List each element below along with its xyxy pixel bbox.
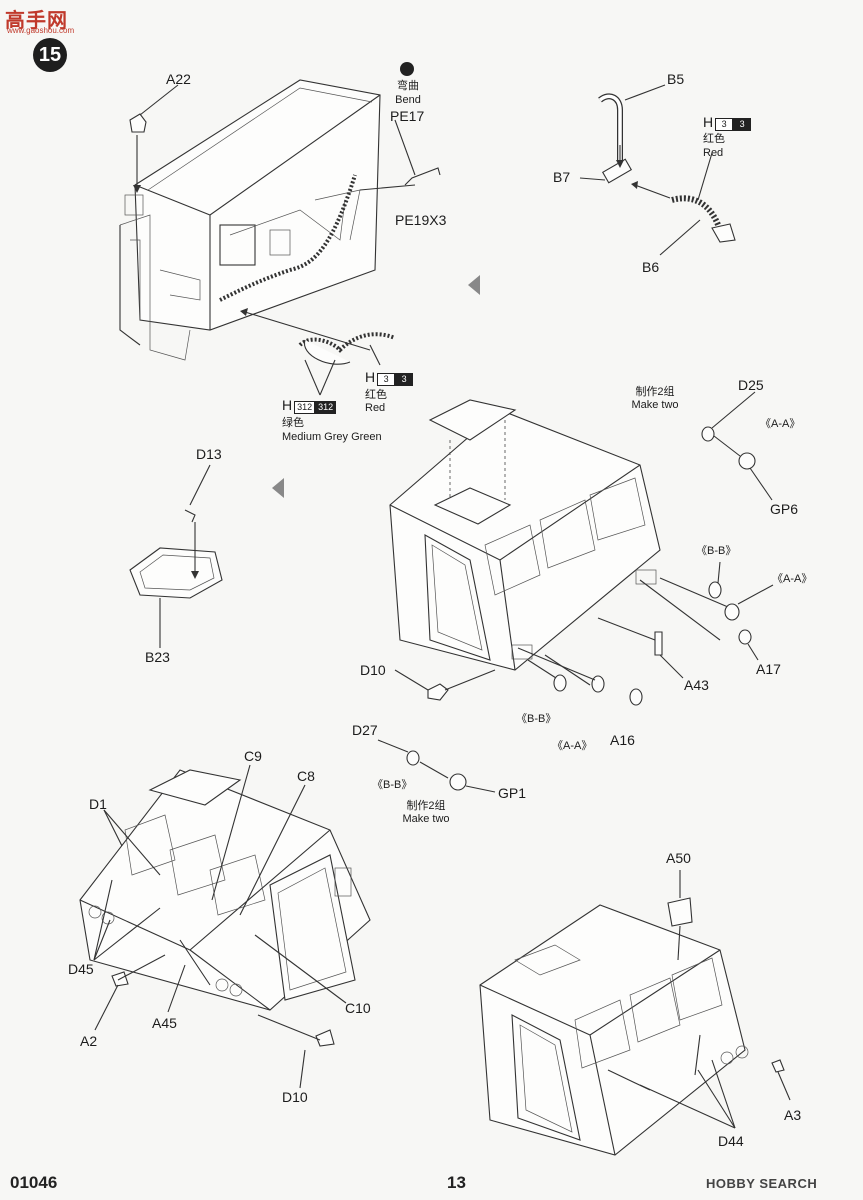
part-label-b6: B6 [642, 259, 660, 275]
cab-interior-assembly [119, 79, 381, 361]
make-two-en-bottom: Make two [402, 813, 450, 825]
part-label-a2: A2 [80, 1033, 98, 1049]
hose-assembly [579, 84, 736, 256]
paint-red-zh-right: 红色 [703, 133, 725, 145]
make-two-zh-bottom: 制作2组 [406, 800, 446, 812]
part-label-d13: D13 [196, 446, 222, 462]
part-label-d44: D44 [718, 1133, 744, 1149]
part-label-d10-top: D10 [360, 662, 386, 678]
hull-assembly-left [79, 769, 371, 1011]
part-label-gp6: GP6 [770, 501, 799, 517]
watermark-text: HOBBY SEARCH [706, 1176, 818, 1191]
section-aa-mid: 《A-A》 [552, 740, 593, 752]
part-label-d10-bottom: D10 [282, 1089, 308, 1105]
paint-swatch-green-light: 312 [294, 401, 316, 414]
make-two-en-top: Make two [631, 399, 679, 411]
paint-swatch-red-light: 3 [715, 118, 734, 131]
part-label-a16: A16 [610, 732, 635, 748]
part-label-d1: D1 [89, 796, 107, 812]
paint-swatch-red-light: 3 [377, 373, 396, 386]
part-label-a50: A50 [666, 850, 691, 866]
page-number: 13 [447, 1173, 466, 1192]
kit-number: 01046 [10, 1173, 58, 1192]
section-aa-d25: 《A-A》 [760, 418, 801, 430]
section-bb-right: 《B-B》 [696, 545, 737, 557]
part-label-c8: C8 [297, 768, 315, 784]
site-logo-url: www.gaoshou.com [7, 26, 75, 35]
part-label-a43: A43 [684, 677, 709, 693]
part-label-d27: D27 [352, 722, 378, 738]
part-label-b23: B23 [145, 649, 170, 665]
part-label-a17: A17 [756, 661, 781, 677]
part-label-c10: C10 [345, 1000, 371, 1016]
bend-label-en: Bend [395, 94, 421, 106]
paint-code-prefix: H [365, 369, 376, 385]
section-bb-d27: 《B-B》 [372, 779, 413, 791]
paint-swatch-green-dark: 312 [315, 401, 337, 414]
paint-red-zh-left: 红色 [365, 389, 387, 401]
paint-swatch-red-dark: 3 [733, 118, 752, 131]
part-label-b5: B5 [667, 71, 685, 87]
section-bb-mid: 《B-B》 [516, 713, 557, 725]
paint-code-prefix: H [282, 397, 293, 413]
part-label-c9: C9 [244, 748, 262, 764]
part-label-pe17: PE17 [390, 108, 425, 124]
paint-red-en-left: Red [365, 402, 386, 414]
part-label-gp1: GP1 [498, 785, 527, 801]
hull-assembly-right [479, 904, 749, 1156]
hull-assembly-main [389, 399, 661, 671]
part-label-d25: D25 [738, 377, 764, 393]
part-label-pe19x3: PE19X3 [395, 212, 447, 228]
paint-code-prefix: H [703, 114, 714, 130]
make-two-zh-top: 制作2组 [635, 386, 675, 398]
part-label-b7: B7 [553, 169, 571, 185]
part-label-a3: A3 [784, 1107, 802, 1123]
paint-green-en: Medium Grey Green [282, 431, 382, 443]
part-label-a45: A45 [152, 1015, 177, 1031]
paint-green-zh: 绿色 [282, 417, 304, 429]
site-logo: 高手网 [5, 10, 68, 32]
part-label-d45: D45 [68, 961, 94, 977]
part-label-a22: A22 [166, 71, 191, 87]
paint-red-en-right: Red [703, 147, 724, 159]
bend-icon [400, 62, 414, 76]
section-aa-right: 《A-A》 [772, 573, 813, 585]
paint-swatch-red-dark: 3 [395, 373, 414, 386]
bend-label-zh: 弯曲 [397, 80, 419, 92]
step-number-badge: 15 [33, 38, 67, 72]
